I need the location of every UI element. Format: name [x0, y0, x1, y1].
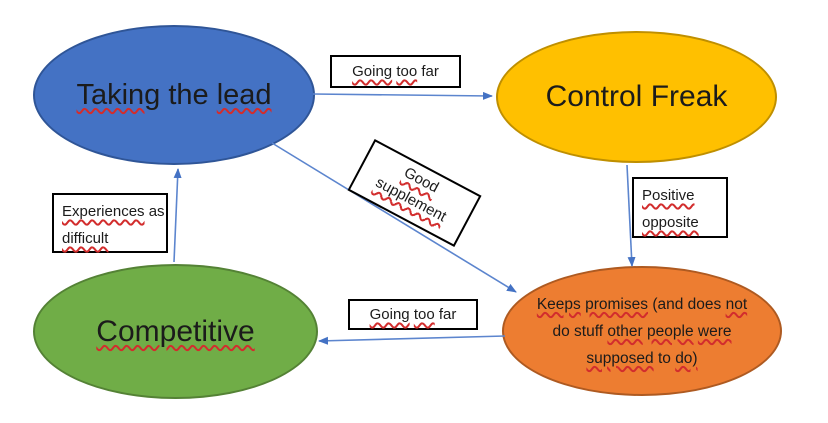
- edge-label-going-too-far-top[interactable]: Going too far: [330, 55, 461, 88]
- node-keeps-promises-label: Keeps promises (and does not do stuff ot…: [536, 295, 748, 367]
- edge-label-going-too-far-bottom-text: Going too far: [369, 306, 457, 323]
- arrow-taking-to-control[interactable]: [312, 91, 493, 100]
- arrow-keeps-to-competitive[interactable]: [318, 335, 506, 345]
- edge-label-experiences-as-difficult-text: Experiences as difficult: [62, 203, 165, 247]
- arrow-control-to-keeps[interactable]: [626, 164, 636, 267]
- edge-label-going-too-far-bottom[interactable]: Going too far: [348, 299, 478, 330]
- arrow-competitive-to-taking[interactable]: [173, 168, 182, 263]
- node-control-freak[interactable]: Control Freak: [496, 31, 777, 163]
- edge-label-positive-opposite-text: Positive opposite: [642, 187, 699, 231]
- node-competitive[interactable]: Competitive: [33, 264, 318, 399]
- node-keeps-promises[interactable]: Keeps promises (and does not do stuff ot…: [502, 266, 782, 396]
- edge-label-positive-opposite[interactable]: Positive opposite: [632, 177, 728, 238]
- node-taking-the-lead[interactable]: Taking the lead: [33, 25, 315, 165]
- edge-label-experiences-as-difficult[interactable]: Experiences as difficult: [52, 193, 168, 253]
- edge-label-going-too-far-top-text: Going too far: [352, 63, 439, 80]
- node-competitive-label: Competitive: [96, 314, 255, 348]
- node-taking-the-lead-label: Taking the lead: [76, 78, 272, 111]
- arrow-taking-to-keeps-diagonal[interactable]: [271, 142, 517, 293]
- node-control-freak-label: Control Freak: [545, 80, 728, 113]
